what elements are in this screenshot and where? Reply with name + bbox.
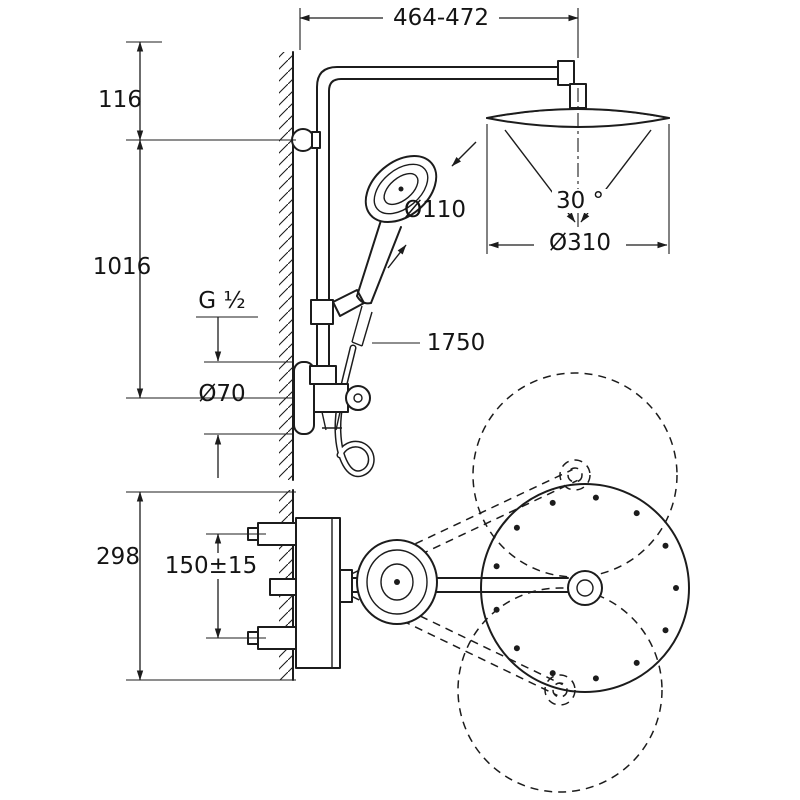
overhead-shower-side — [486, 88, 670, 232]
thermostat-side — [293, 361, 371, 435]
plan-view: 298 150±15 — [96, 372, 690, 793]
side-view: 30 ° Ø310 464-472 116 — [93, 5, 670, 481]
wall-bracket — [291, 128, 321, 152]
riser-length-value: 1016 — [93, 254, 152, 280]
plan-height-value: 298 — [96, 544, 140, 570]
dim-riser-length: 1016 — [93, 139, 292, 399]
dim-hand-shower-diameter: Ø110 — [387, 141, 477, 269]
nozzle-screws — [493, 494, 679, 682]
thread-size-label: G ½ — [198, 288, 245, 314]
wall-side — [279, 51, 294, 481]
spray-angle-value: 30 ° — [556, 188, 604, 214]
head-diameter-value: Ø310 — [549, 230, 611, 256]
hose-length-value: 1750 — [427, 330, 486, 356]
dim-plan-height: 298 — [96, 491, 296, 681]
thermostat-plan — [247, 517, 341, 669]
dim-handle-spacing: 150±15 — [165, 533, 266, 639]
hand-shower-diameter-value: Ø110 — [404, 197, 466, 223]
flange-diameter-value: Ø70 — [198, 381, 245, 407]
dim-top-width: 464-472 — [299, 5, 579, 58]
top-width-value: 464-472 — [393, 5, 489, 31]
label-hose-length: 1750 — [372, 330, 485, 356]
dim-arm-offset: 116 — [98, 41, 296, 141]
overhead-shower-plan — [480, 483, 690, 693]
spray-angle: 30 ° — [504, 129, 652, 223]
handle-spacing-value: 150±15 — [165, 553, 257, 579]
dim-flange: G ½ Ø70 — [196, 288, 294, 478]
arm-offset-value: 116 — [98, 87, 142, 113]
dim-head-diameter: Ø310 — [486, 124, 670, 258]
hand-shower-plan — [356, 539, 438, 625]
hand-shower-side — [310, 155, 438, 347]
